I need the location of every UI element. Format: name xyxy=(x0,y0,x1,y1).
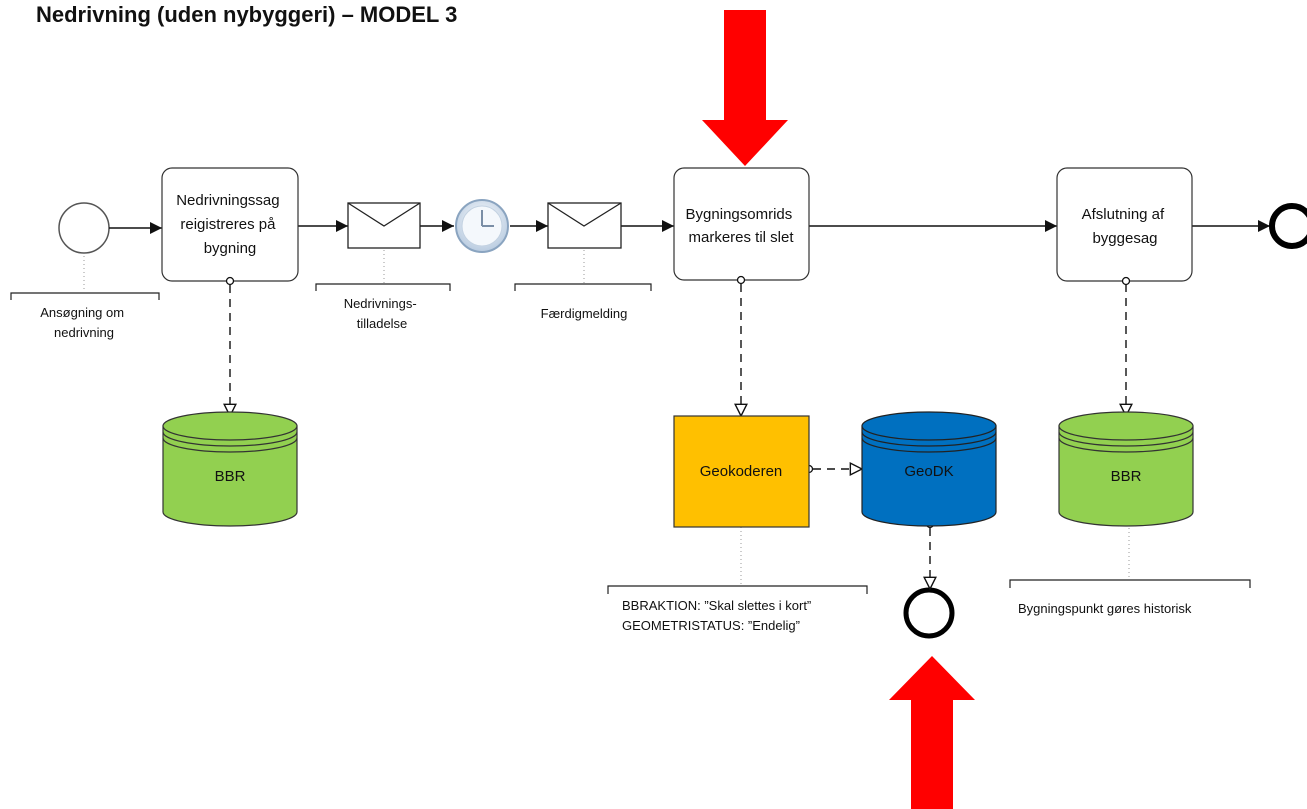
annotation-links xyxy=(83,250,1130,585)
svg-text:Afslutning af byggesag: Afslutning af byggesag xyxy=(1082,206,1169,247)
page-title: Nedrivning (uden nybyggeri) – MODEL 3 xyxy=(36,2,458,27)
end-event-geodk xyxy=(903,587,955,639)
data-associations xyxy=(230,284,1126,589)
task-mark-outline[interactable]: Bygningsomrids markeres til slet xyxy=(673,167,810,281)
task-close-case[interactable]: Afslutning af byggesag xyxy=(1056,167,1193,282)
svg-text:Bygningsomrids markeres: Bygningsomrids markeres til slet xyxy=(686,206,797,246)
datastore-bbr-right[interactable]: BBR xyxy=(1058,411,1194,527)
annotation-completion: Færdigmelding xyxy=(541,306,628,321)
annotation-brackets xyxy=(10,283,1251,594)
end-event xyxy=(1269,203,1307,249)
annotation-permit: Nedrivnings- tilladelse xyxy=(344,296,421,331)
task-register[interactable]: Nedrivningssag reigistreres på bygning xyxy=(161,167,299,282)
envelope-icon xyxy=(347,202,421,249)
svg-text:Nedrivningssag reigistre: Nedrivningssag reigistreres på bygning xyxy=(176,192,284,257)
red-arrow-down xyxy=(702,10,788,166)
start-event xyxy=(58,202,110,254)
datastore-label: BBR xyxy=(215,468,246,485)
annotation-bbraktion: BBRAKTION: ”Skal slettes i kort” GEOMETR… xyxy=(622,598,815,633)
annotation-historical: Bygningspunkt gøres historisk xyxy=(1018,601,1192,616)
system-label: Geokoderen xyxy=(700,463,783,480)
datastore-label: BBR xyxy=(1111,468,1142,485)
datastore-label: GeoDK xyxy=(904,463,953,480)
system-geokoderen[interactable]: Geokoderen xyxy=(673,415,810,528)
clock-icon xyxy=(455,199,509,253)
annotation-application: Ansøgning om nedrivning xyxy=(40,305,127,340)
datastore-geodk[interactable]: GeoDK xyxy=(861,411,997,527)
envelope-icon xyxy=(547,202,622,249)
datastore-bbr-left[interactable]: BBR xyxy=(162,411,298,527)
red-arrow-up xyxy=(889,656,975,809)
